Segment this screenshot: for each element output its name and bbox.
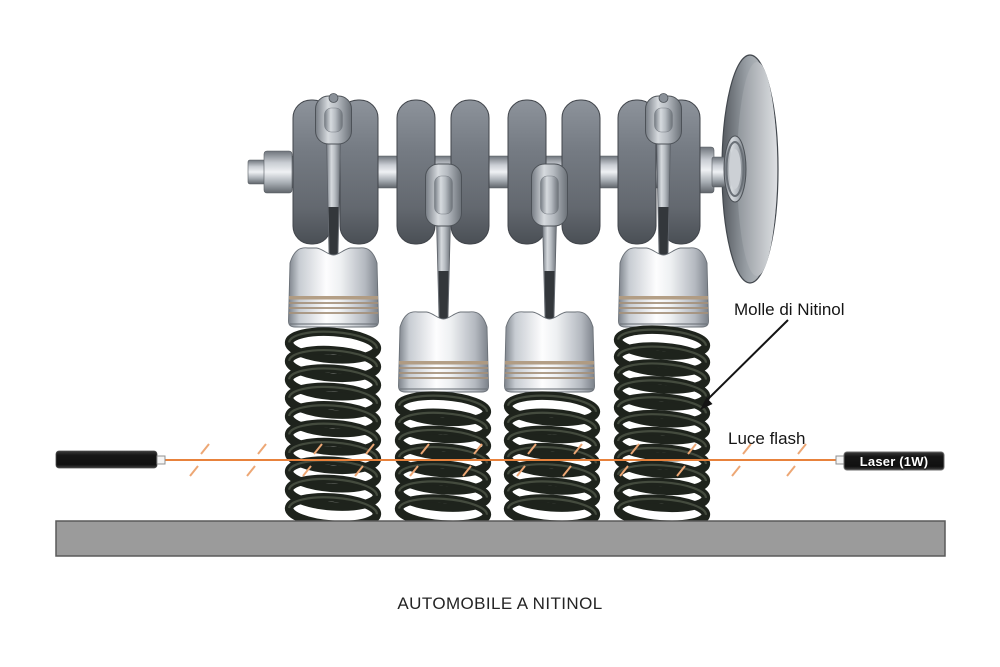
flash-mark bbox=[731, 443, 752, 477]
flash-mark bbox=[189, 443, 210, 477]
flash-mark bbox=[354, 443, 375, 477]
piston bbox=[398, 311, 489, 393]
shaft-snout-tip bbox=[247, 159, 267, 185]
connecting-rod bbox=[315, 93, 352, 255]
shaft-snout-step bbox=[263, 150, 293, 194]
label-molle-di-nitinol: Molle di Nitinol bbox=[734, 300, 845, 319]
flash-mark bbox=[302, 443, 323, 477]
laser-body bbox=[843, 451, 945, 471]
connecting-rod bbox=[645, 93, 682, 255]
laser-beam bbox=[165, 443, 843, 477]
flash-mark bbox=[676, 443, 697, 477]
flash-mark bbox=[786, 443, 807, 477]
rod-lower-shank bbox=[438, 271, 449, 319]
flash-mark bbox=[462, 443, 483, 477]
laser-device bbox=[835, 451, 945, 471]
rod-lower-shank bbox=[544, 271, 555, 319]
flywheel-hub bbox=[723, 135, 747, 203]
piston bbox=[618, 247, 709, 328]
flash-mark bbox=[516, 443, 537, 477]
connecting-rods bbox=[315, 93, 682, 319]
nitinol-spring bbox=[613, 325, 711, 529]
crankshaft bbox=[247, 93, 747, 319]
collimator-device bbox=[55, 450, 166, 469]
piston bbox=[288, 247, 379, 328]
flash-mark bbox=[562, 443, 583, 477]
nitinol-spring bbox=[394, 391, 492, 530]
flash-mark bbox=[619, 443, 640, 477]
laser-connector bbox=[835, 455, 845, 465]
connecting-rod bbox=[425, 163, 462, 319]
counterweight-web bbox=[561, 99, 601, 245]
rod-lower-shank bbox=[328, 207, 339, 255]
annotation-arrow bbox=[700, 319, 789, 410]
flywheel bbox=[721, 54, 779, 284]
connecting-rod bbox=[531, 163, 568, 319]
collimator-connector bbox=[156, 455, 166, 465]
piston bbox=[504, 311, 595, 393]
nitinol-springs bbox=[284, 325, 711, 530]
flash-mark bbox=[409, 443, 430, 477]
label-luce-flash: Luce flash bbox=[728, 429, 806, 448]
caption-title: AUTOMOBILE A NITINOL bbox=[397, 594, 603, 613]
nitinol-spring bbox=[284, 327, 382, 530]
flash-mark bbox=[246, 443, 267, 477]
label-laser-1w: Laser (1W) bbox=[859, 454, 929, 469]
rod-lower-shank bbox=[658, 207, 669, 255]
pistons bbox=[288, 247, 709, 393]
base-platform bbox=[55, 520, 946, 557]
nitinol-spring bbox=[503, 391, 601, 530]
